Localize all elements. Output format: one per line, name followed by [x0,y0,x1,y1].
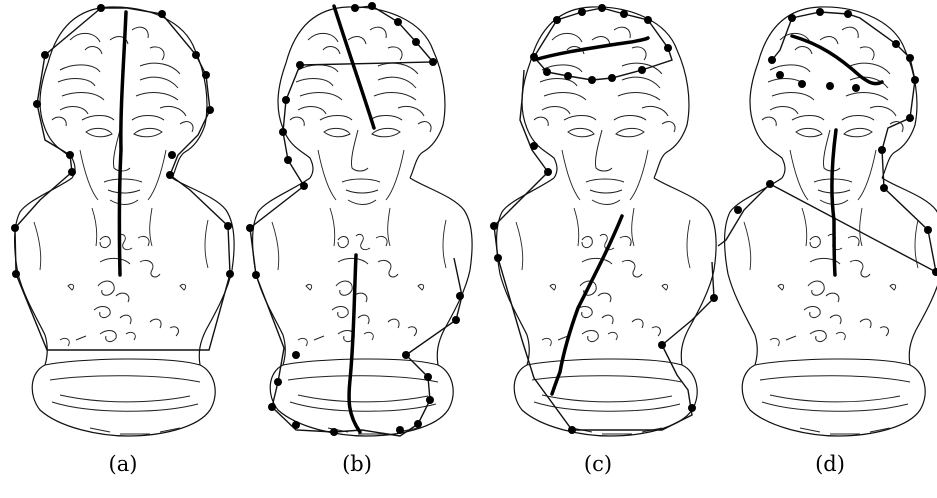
bust-outline-d [725,7,937,436]
bust-outline-b [253,7,473,436]
panel-a [11,4,234,436]
caption-d: (d) [800,452,860,476]
contour-points-c-lower [490,142,718,434]
stroke-c-body [552,216,622,394]
panel-d [718,7,937,436]
contour-points-c [530,4,672,84]
stroke-b-lower [349,255,360,432]
panel-c [490,4,718,436]
stroke-c-top [534,38,648,60]
caption-c: (c) [568,452,628,476]
stroke-b-upper [334,6,374,128]
panel-b [246,2,472,436]
stroke-d-top [792,36,882,84]
caption-a: (a) [93,452,153,476]
stroke-d-body [832,130,836,275]
caption-b: (b) [327,452,387,476]
bust-outline-c [497,7,717,436]
